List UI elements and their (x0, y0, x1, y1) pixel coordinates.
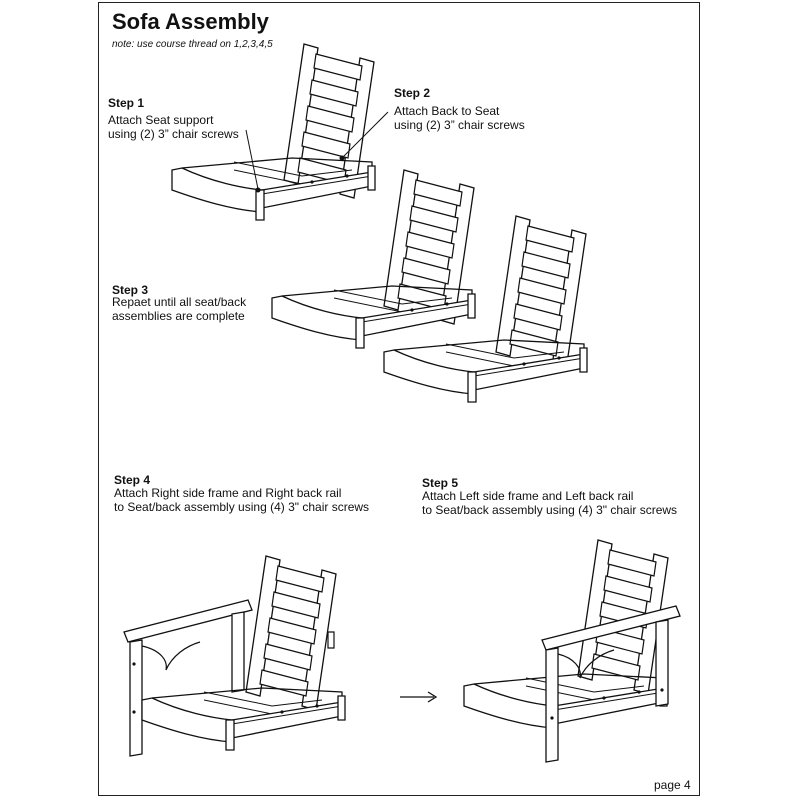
step-2-text: Attach Back to Seat using (2) 3” chair s… (394, 104, 525, 132)
step-4-illustration (124, 555, 346, 756)
step-1-label: Step 1 (108, 96, 145, 110)
page-title: Sofa Assembly (112, 9, 269, 34)
step-5-illustration (463, 539, 680, 762)
step-4-label: Step 4 (114, 473, 151, 487)
step-3-label: Step 3 (112, 283, 149, 297)
step-4-text: Attach Right side frame and Right back r… (114, 486, 370, 514)
step-3-text: Repaet until all seat/back assemblies ar… (112, 295, 247, 323)
step-1-text: Attach Seat support using (2) 3” chair s… (108, 113, 239, 141)
step-2-label: Step 2 (394, 86, 431, 100)
step-5-label: Step 5 (422, 476, 459, 490)
step-1-2-illustration (171, 43, 376, 221)
assembly-note: note: use course thread on 1,2,3,4,5 (112, 39, 273, 50)
page-number: page 4 (654, 778, 691, 792)
step-5-text: Attach Left side frame and Left back rai… (422, 489, 678, 517)
arrow-icon (400, 692, 436, 702)
